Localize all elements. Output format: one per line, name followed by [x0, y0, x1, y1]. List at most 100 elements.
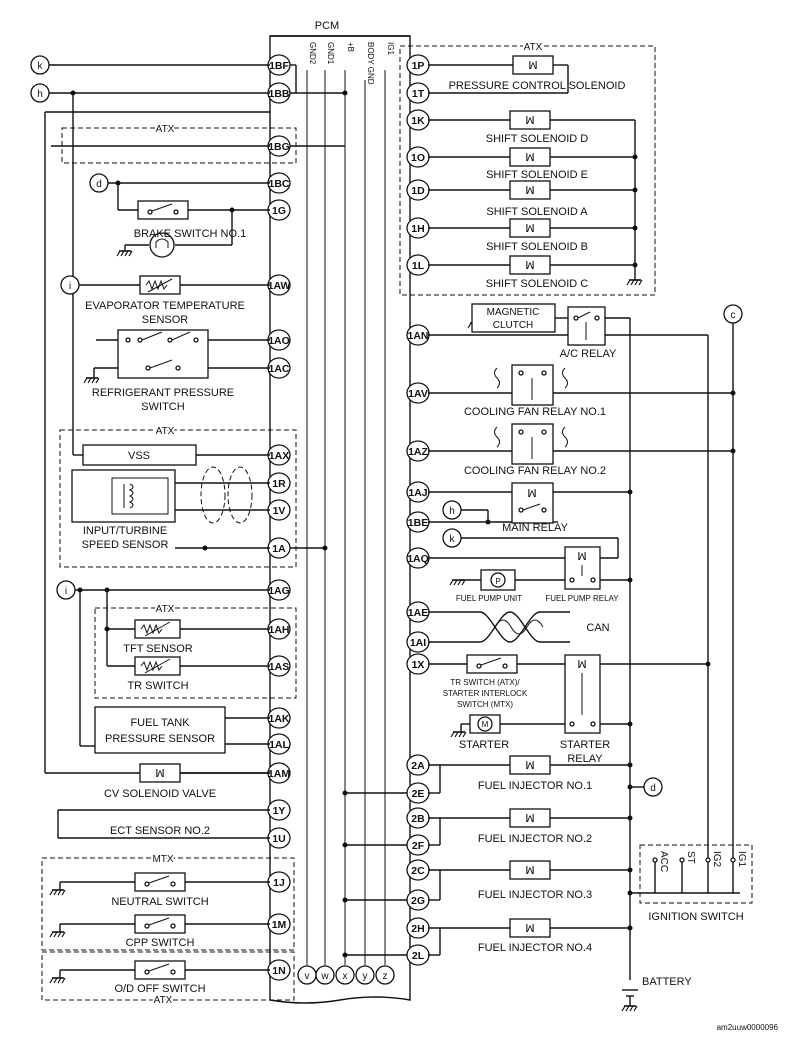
pin-label-2b: 2B: [411, 813, 425, 825]
ssd-coil: ꟽ: [525, 115, 535, 127]
left-group-boxes: ATX ATX ATX MTX ATX: [41, 122, 297, 1008]
pin-label-1m: 1M: [272, 919, 287, 931]
pin-label-2e: 2E: [412, 788, 425, 800]
can-label: CAN: [586, 622, 609, 634]
pin-label-1u: 1U: [272, 833, 285, 845]
pin-label-1bf: 1BF: [269, 60, 289, 72]
pin-label-1r: 1R: [272, 478, 286, 490]
inj2-label: FUEL INJECTOR NO.2: [478, 833, 592, 845]
right-components: ꟽ PRESSURE CONTROL SOLENOID ꟽ SHIFT SOLE…: [443, 55, 747, 988]
evap-sensor-label-2: SENSOR: [142, 314, 189, 326]
top-label-gnd1: GND1: [326, 42, 335, 65]
pin-label-1p: 1P: [412, 60, 425, 72]
terminal-y: y: [363, 971, 368, 982]
pcm-internal-lines: [306, 70, 386, 965]
terminal-w: w: [320, 971, 329, 982]
starter-relay-label-1: STARTER: [560, 739, 610, 751]
connector-k-left: k: [38, 61, 44, 72]
ssa-label: SHIFT SOLENOID A: [486, 206, 588, 218]
ign-contact-acc: ACC: [658, 851, 669, 872]
sse-coil: ꟽ: [525, 152, 535, 164]
inj1-coil: ꟽ: [525, 760, 535, 772]
inj4-label: FUEL INJECTOR NO.4: [478, 942, 592, 954]
cv-coil: ꟽ: [155, 768, 165, 780]
pin-label-1ak: 1AK: [268, 713, 289, 725]
tr-interlock-label-1: TR SWITCH (ATX)/: [450, 678, 520, 687]
ssb-coil: ꟽ: [525, 223, 535, 235]
sse-label: SHIFT SOLENOID E: [486, 169, 588, 181]
group-mtx: MTX: [152, 854, 173, 865]
left-connectors: k h d i i: [30, 55, 109, 600]
top-label-body-gnd: BODY GND: [366, 42, 375, 85]
connector-i-left: i: [69, 281, 71, 292]
top-label-plus-b: +B: [346, 42, 355, 52]
evap-sensor-label-1: EVAPORATOR TEMPERATURE: [85, 300, 245, 312]
fuel-pump-symbol: P: [495, 577, 500, 586]
pin-label-1ag: 1AG: [268, 585, 290, 597]
main-relay-coil: ꟽ: [527, 488, 537, 500]
od-off-switch-label: O/D OFF SWITCH: [114, 983, 205, 995]
neutral-switch-label: NEUTRAL SWITCH: [111, 896, 208, 908]
refrig-switch-label-2: SWITCH: [141, 401, 184, 413]
connector-d-right: d: [650, 783, 656, 794]
left-wiring: [44, 64, 348, 984]
pin-label-2l: 2L: [412, 950, 425, 962]
pin-label-1aw: 1AW: [268, 280, 291, 292]
ssa-coil: ꟽ: [525, 185, 535, 197]
inj2-coil: ꟽ: [525, 813, 535, 825]
connector-d-left: d: [96, 179, 102, 190]
starter-relay-label-2: RELAY: [567, 753, 603, 765]
pin-label-1g: 1G: [272, 205, 286, 217]
ssb-label: SHIFT SOLENOID B: [486, 241, 588, 253]
connector-c: c: [731, 310, 736, 321]
connector-i-left-2: i: [65, 586, 67, 597]
pin-label-1x: 1X: [412, 659, 425, 671]
inj3-label: FUEL INJECTOR NO.3: [478, 889, 592, 901]
top-label-gnd2: GND2: [308, 42, 317, 65]
tr-interlock-label-3: SWITCH (MTX): [457, 700, 513, 709]
pin-label-1t: 1T: [412, 88, 425, 100]
pin-label-1ao: 1AO: [268, 335, 290, 347]
cpp-switch-label: CPP SWITCH: [126, 937, 195, 949]
pin-label-2a: 2A: [411, 760, 425, 772]
terminal-x: x: [343, 971, 348, 982]
connector-k-right: k: [450, 534, 456, 545]
inj3-coil: ꟽ: [525, 865, 535, 877]
pin-label-1aq: 1AQ: [407, 553, 429, 565]
group-atx-1: ATX: [156, 124, 175, 135]
left-components: BRAKE SWITCH NO.1 EVAPORATOR TEMPERATURE…: [71, 200, 253, 995]
pin-label-1ax: 1AX: [269, 450, 289, 462]
pin-label-1h: 1H: [411, 223, 424, 235]
pcm-pins: 1BF1BB1BG1BC1G1AW1AO1AC1AX1R1V1A1AG1AH1A…: [267, 54, 430, 981]
pin-label-1ac: 1AC: [268, 363, 289, 375]
pin-label-1am: 1AM: [268, 768, 290, 780]
terminal-v: v: [305, 971, 310, 982]
inj1-label: FUEL INJECTOR NO.1: [478, 780, 592, 792]
pcm-top-labels: GND2 GND1 +B BODY GND IG1: [308, 42, 395, 85]
pin-label-1y: 1Y: [273, 805, 286, 817]
pin-label-2c: 2C: [411, 865, 425, 877]
pin-label-1bg: 1BG: [268, 141, 290, 153]
pin-label-1ai: 1AI: [410, 637, 426, 649]
pin-label-1bb: 1BB: [268, 88, 289, 100]
pcm-bottom-terminals: v w x y z: [297, 965, 395, 985]
mag-clutch-label-1: MAGNETIC: [487, 307, 540, 318]
pin-label-2g: 2G: [411, 895, 425, 907]
right-wiring: ATX: [342, 40, 753, 1012]
ign-contact-ig2: IG2: [711, 851, 722, 868]
group-atx-4: ATX: [154, 995, 173, 1006]
pin-label-1al: 1AL: [269, 739, 289, 751]
ign-contact-st: ST: [685, 851, 696, 864]
group-atx-2: ATX: [156, 426, 175, 437]
battery-label: BATTERY: [642, 976, 692, 988]
starter-motor-symbol: M: [482, 720, 489, 729]
pcs-label: PRESSURE CONTROL SOLENOID: [449, 80, 626, 92]
cf2-label: COOLING FAN RELAY NO.2: [464, 465, 606, 477]
terminal-z: z: [383, 971, 388, 982]
cf1-label: COOLING FAN RELAY NO.1: [464, 406, 606, 418]
ignition-switch-label: IGNITION SWITCH: [648, 911, 743, 923]
pin-label-1ae: 1AE: [408, 607, 428, 619]
turbine-sensor-label-2: SPEED SENSOR: [82, 539, 169, 551]
tr-interlock-label-2: STARTER INTERLOCK: [443, 689, 528, 698]
pin-label-2f: 2F: [412, 840, 425, 852]
